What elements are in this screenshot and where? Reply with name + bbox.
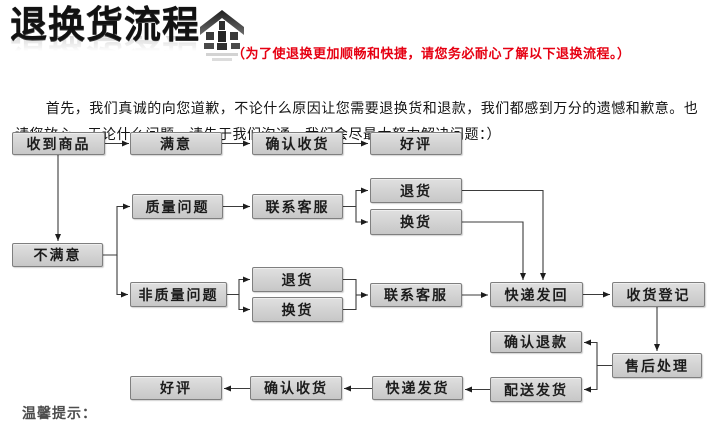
home-arrow-icon <box>200 10 244 61</box>
flow-node-non-quality-issue: 非质量问题 <box>130 282 227 307</box>
flow-node-contact-service-2: 联系客服 <box>370 283 462 307</box>
flow-node-exchange-2: 换货 <box>252 297 343 322</box>
flow-node-not-satisfied: 不满意 <box>12 243 103 267</box>
flow-node-good-review-2: 好评 <box>130 376 222 400</box>
flow-node-express-delivery: 快递发货 <box>372 376 463 400</box>
flow-node-contact-service-1: 联系客服 <box>252 194 343 219</box>
flow-node-return-2: 退货 <box>252 267 343 292</box>
flow-node-return-1: 退货 <box>370 178 462 203</box>
flow-node-dispatch-delivery: 配送发货 <box>490 377 582 402</box>
flow-node-exchange-1: 换货 <box>370 209 462 235</box>
page-title: 退换货流程 <box>10 4 200 45</box>
flow-node-confirm-receipt-2: 确认收货 <box>250 376 342 400</box>
flow-node-receipt-registration: 收货登记 <box>612 282 705 307</box>
flow-node-quality-issue: 质量问题 <box>132 194 223 219</box>
page-header: 退换货流程 退换货流程 <box>10 4 210 58</box>
header-notice-text: （为了使退换更加顺畅和快捷，请您务必耐心了解以下退换流程。） <box>232 46 631 61</box>
connector-lines <box>55 140 660 393</box>
flow-node-satisfied: 满意 <box>130 132 222 155</box>
flow-node-good-review-1: 好评 <box>370 132 462 155</box>
flow-node-confirm-refund: 确认退款 <box>490 331 582 353</box>
flow-node-after-sales: 售后处理 <box>612 353 702 378</box>
flow-node-express-send-back: 快递发回 <box>490 282 583 307</box>
warm-tips-label: 温馨提示： <box>22 405 97 421</box>
flow-node-confirm-receipt-1: 确认收货 <box>252 132 343 155</box>
flow-node-received: 收到商品 <box>12 132 105 155</box>
